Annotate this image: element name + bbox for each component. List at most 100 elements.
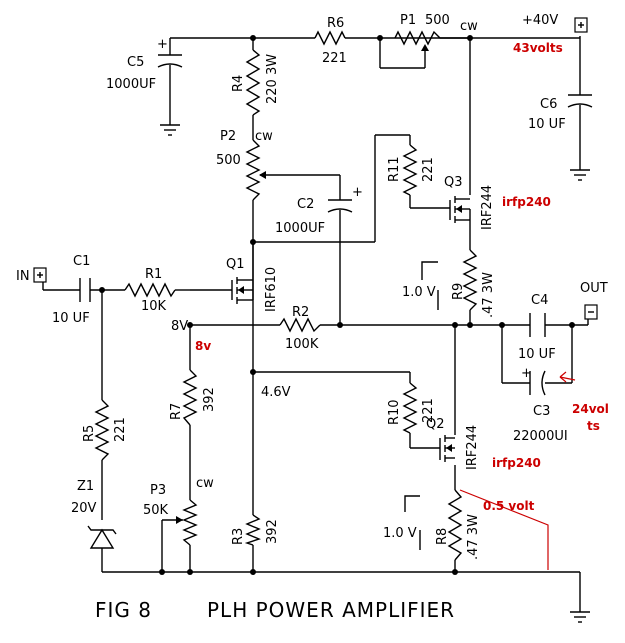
p1-symbol [394,30,470,46]
c2-value: 1000UF [275,221,325,236]
p2-symbol [245,139,261,201]
r11-ref: R11 [387,156,402,182]
zener-z1 [87,525,117,549]
c6-ref: C6 [540,97,557,112]
labels: R6 221 P1 500 cw +40V C5 1000UF R4 220 3… [16,13,608,560]
c5-ref: C5 [127,55,144,70]
r8-symbol [447,489,463,561]
c6-value: 10 UF [528,117,566,132]
c3-volts-line1: 24vol [572,402,609,416]
z1-value: 20V [71,501,97,516]
p1-ref: P1 [400,13,416,28]
r5-ref: R5 [82,425,97,442]
c3-ref: C3 [533,404,550,419]
q2-symbol [439,435,455,462]
supply-label: +40V [522,13,558,28]
capacitors [79,54,593,396]
r7-value: 392 [202,387,217,412]
input-terminal [33,267,47,283]
figure-number: FIG 8 [95,598,152,622]
output-terminal [584,304,598,320]
r6-ref: R6 [327,16,344,31]
r8-drop: 1.0 V [383,526,417,541]
q3-symbol [449,196,471,225]
c3-value: 22000UI [513,429,568,444]
title-block: FIG 8 PLH POWER AMPLIFIER [95,598,455,622]
z1-ref: Z1 [77,479,94,494]
red-annotations: 43volts irfp240 8v 24vol ts irfp240 0.5 … [195,41,609,513]
r10-ref: R10 [387,399,402,425]
r1-ref: R1 [145,267,162,282]
r10-symbol [402,382,418,434]
r4-ref: R4 [231,75,246,92]
r9-symbol [462,249,478,311]
q3-substitute: irfp240 [502,195,551,209]
r3-ref: R3 [231,528,246,545]
r1-symbol [124,282,176,298]
output-label: OUT [580,281,608,296]
r8-measured: 0.5 volt [483,499,535,513]
p3-cw: cw [196,476,214,491]
junctions [99,35,575,575]
p2-ref: P2 [220,129,236,144]
c2-ref: C2 [297,197,314,212]
r5-symbol [94,399,110,461]
r4-value: 220 3W [265,54,280,104]
c3-plus: + [521,366,532,381]
p2-value: 500 [216,153,241,168]
c1-ref: C1 [73,254,90,269]
r3-value: 392 [265,519,280,544]
r9-value: .47 3W [481,272,496,318]
r2-symbol [279,317,321,333]
r5-value: 221 [113,417,128,442]
p1-value: 500 [425,13,450,28]
q2-substitute: irfp240 [492,456,541,470]
c3-volts-line2: ts [587,419,600,433]
r9-ref: R9 [451,283,466,300]
grounds [160,124,590,623]
transistors [231,196,471,462]
node-8v-measured: 8v [195,339,211,353]
q1-symbol [231,242,254,304]
p3-value: 50K [143,503,169,518]
q1-part: IRF610 [264,267,279,312]
node-4v6-label: 4.6V [261,385,291,400]
terminals [33,17,598,325]
r7-ref: R7 [169,403,184,420]
r7-symbol [182,369,198,426]
top-cw-label: cw [460,19,478,34]
c5-plus: + [157,37,168,52]
c4-ref: C4 [531,293,548,308]
wires [43,36,588,612]
r6-value: 221 [322,51,347,66]
q3-ref: Q3 [444,175,463,190]
q2-part: IRF244 [465,425,480,470]
r10-value: 221 [421,398,436,423]
c1-value: 10 UF [52,311,90,326]
supply-terminal [574,17,588,33]
p3-ref: P3 [150,483,166,498]
c5-value: 1000UF [106,77,156,92]
r8-ref: R8 [435,528,450,545]
resistors [94,30,478,561]
p2-cw: cw [255,129,273,144]
r9-drop: 1.0 V [402,285,436,300]
r6-symbol [314,30,346,46]
r11-symbol [402,144,418,196]
figure-title: PLH POWER AMPLIFIER [207,598,455,622]
r1-value: 10K [141,299,167,314]
annotation-lines [459,371,576,570]
r2-ref: R2 [292,305,309,320]
drop-marks [404,261,439,550]
r11-value: 221 [421,157,436,182]
input-label: IN [16,269,30,284]
r4-symbol [245,49,261,116]
r3-symbol [244,514,261,546]
q3-part: IRF244 [480,185,495,230]
c4-value: 10 UF [518,347,556,362]
supply-measured: 43volts [513,41,563,55]
q1-ref: Q1 [226,257,245,272]
q2-ref: Q2 [426,417,445,432]
node-8v-label: 8V [171,319,188,334]
